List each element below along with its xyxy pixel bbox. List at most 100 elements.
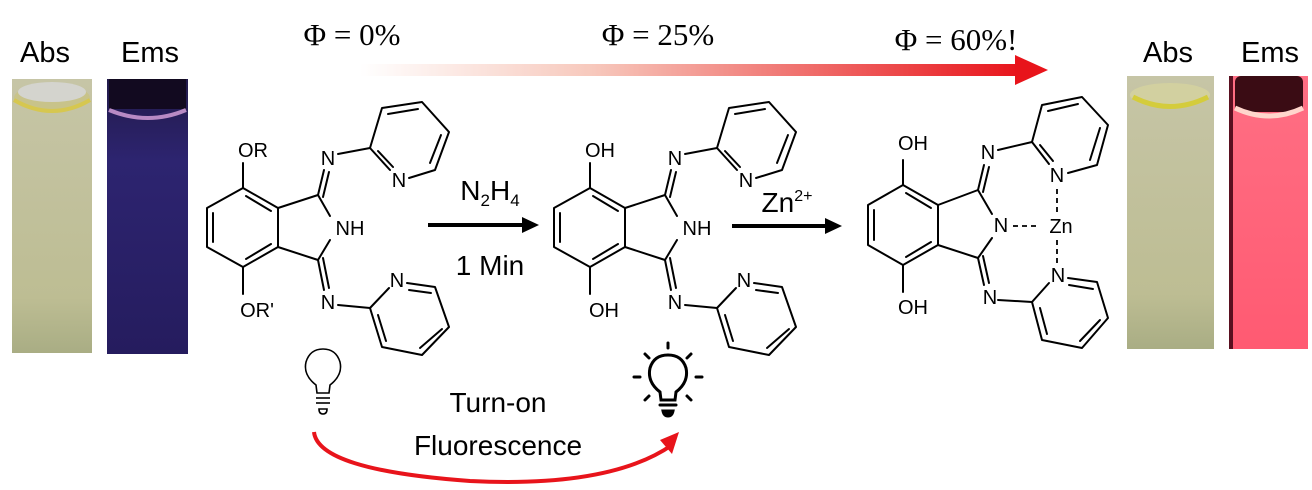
left-ems-label: Ems [121,37,179,69]
bond [369,287,390,309]
atom-nh: NH [683,218,712,240]
substituent-top: OR [238,140,268,162]
bond [369,101,450,179]
bond [867,184,939,266]
bond [664,259,672,291]
bond [1089,127,1101,161]
atom-nh: NH [336,218,365,240]
bond [277,194,331,217]
bond [408,289,432,294]
bond [982,255,990,284]
bond [277,239,331,261]
left-abs-label: Abs [20,37,70,69]
bond [317,259,325,291]
bond [377,314,387,342]
bond [369,282,450,356]
left-abs-vial-photo [12,79,92,353]
substituent-top: OH [898,133,928,155]
atom-pyridine-n-bottom: N [1051,265,1065,287]
atom-imine-n-top: N [321,148,335,170]
right-ems-label: Ems [1241,37,1299,69]
right-abs-vial-photo [1127,76,1214,349]
bond [624,239,678,261]
bond [369,147,391,171]
bond [245,195,272,212]
bond [734,108,766,115]
substituent-top: OH [585,140,615,162]
bond [716,287,737,309]
quantum-yield-0: Φ = 0% [304,17,401,52]
bond [997,299,1033,303]
reagent-hydrazine: N2H4 [460,175,519,210]
bond [1039,144,1054,162]
bond [766,328,790,349]
bond [776,134,789,164]
atom-pyridine-n-top: N [739,170,753,192]
bond [337,147,371,155]
substituent-bottom: OH [898,297,928,319]
bond [1047,103,1079,112]
atom-pyridine-n-bottom: N [390,270,404,292]
atom-pyridine-n-bottom: N [737,270,751,292]
bond [322,257,330,289]
quantum-yield-25: Φ = 25% [602,17,714,52]
turn-on-curved-arrow [312,431,679,484]
atom-imine-n-top: N [668,148,682,170]
bond [1079,319,1101,342]
atom-imine-n-top: N [981,142,995,164]
bond [245,243,272,260]
substituent-bottom: OR' [240,300,274,322]
bond [977,164,985,191]
atom-imine-n-bottom: N [321,292,335,314]
reaction-time: 1 Min [456,250,524,281]
reagent-zinc: Zn2+ [762,187,813,218]
light-bulb-on-icon [632,341,704,418]
bond [1031,96,1109,174]
atom-zinc: Zn [1049,216,1072,238]
atom-pyridine-n-top: N [1050,165,1064,187]
bond [905,192,932,209]
bond [982,166,990,193]
atom-imine-n-bottom: N [983,287,997,309]
bond [1031,282,1050,303]
bond [724,150,741,168]
bond [937,237,993,259]
atom-imine-n-bottom: N [668,292,682,314]
bond [937,189,993,215]
bond [322,171,330,198]
bond [664,169,672,196]
light-bulb-off-icon [304,348,342,415]
bond [724,314,734,342]
right-abs-label: Abs [1143,37,1193,69]
bond [684,147,718,155]
bond [684,304,718,309]
bond [716,101,797,179]
bond [387,108,419,115]
bond [755,289,779,294]
quantum-yield-gradient-arrow [360,55,1048,85]
bond [905,241,932,258]
bond [592,243,619,260]
reaction-arrow-zinc [732,218,842,234]
bond [624,194,678,217]
bond [716,147,738,171]
bond [1039,307,1048,335]
bond [429,134,442,164]
right-ems-vial-photo [1229,76,1308,349]
bond [1031,141,1050,165]
caption-fluorescence: Fluorescence [414,430,582,461]
atom-isoindole-n: N [994,215,1008,237]
bond [1031,277,1109,349]
molecule-protected-probe: OR OR' NH N N N N [206,101,450,356]
bond [377,150,394,168]
quantum-yield-60: Φ = 60%! [895,22,1018,57]
bond [716,282,797,356]
bond [592,195,619,212]
bond [419,328,443,349]
atom-pyridine-n-top: N [392,170,406,192]
bond [669,257,677,289]
bond [337,304,371,309]
bond [206,187,279,268]
